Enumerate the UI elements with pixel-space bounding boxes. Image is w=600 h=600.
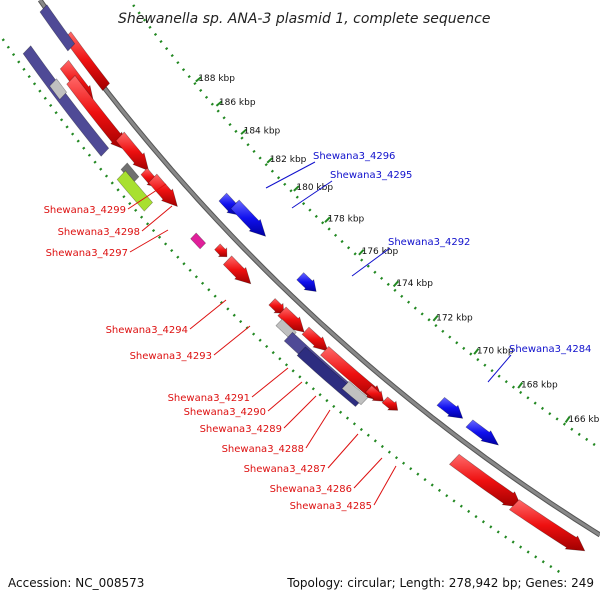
scale-tick-mark: [195, 76, 202, 83]
label-leader-line: [353, 457, 383, 489]
gene-label-plus: Shewana3_4284: [509, 344, 591, 355]
scale-tick-mark: [324, 216, 331, 223]
scale-tick-layer: 188 kbp 186 kbp 184 kbp 182 kbp 180 kbp 178 k…: [1, 0, 600, 576]
scale-tick-mark: [293, 185, 300, 192]
gene-arrow-plus: [436, 396, 464, 419]
label-leader-line: [283, 395, 317, 429]
gene-label-minus: Shewana3_4288: [222, 444, 304, 455]
gene-arrow-minus: [301, 326, 329, 352]
backbone-shadow: [37, 0, 600, 538]
label-leader-line: [189, 299, 227, 330]
backbone-line: [38, 0, 600, 537]
gene-arrow-minus: [66, 75, 127, 151]
scale-tick-mark: [358, 248, 365, 256]
gene-label-minus: Shewana3_4285: [290, 501, 372, 512]
scale-tick-label: 186 kbp: [219, 98, 256, 108]
gene-block-lime: [116, 170, 153, 212]
gene-block-minus: [63, 31, 110, 92]
scale-tick-label: 166 kbp: [568, 415, 600, 425]
gene-label-minus: Shewana3_4289: [200, 424, 282, 435]
scale-tick-label: 180 kbp: [296, 183, 333, 193]
gene-arrow-plus: [230, 199, 267, 237]
gene-arrow-minus: [222, 255, 252, 285]
label-leader-line: [373, 465, 397, 506]
label-leader-line: [327, 433, 359, 469]
topology-text: Topology: circular; Length: 278,942 bp; …: [286, 576, 594, 590]
label-leader-line: [267, 381, 303, 412]
label-leader-line: [305, 409, 331, 449]
backbone: [37, 0, 600, 538]
gene-block-gray: [341, 380, 369, 406]
scale-tick-mark: [432, 314, 439, 322]
label-leader-line: [291, 180, 333, 209]
gene-label-layer: Shewana3_4296Shewana3_4295Shewana3_4292S…: [44, 151, 592, 512]
scale-tick-label: 176 kbp: [362, 247, 399, 257]
gene-label-plus: Shewana3_4296: [313, 151, 395, 162]
scale-tick-label: 182 kbp: [270, 155, 307, 165]
gene-label-minus: Shewana3_4294: [106, 325, 188, 336]
gene-arrow-minus: [148, 173, 178, 207]
gene-arrow-minus: [508, 499, 586, 552]
gene-label-plus: Shewana3_4295: [330, 170, 412, 181]
scale-tick-label: 178 kbp: [328, 215, 365, 225]
gene-label-minus: Shewana3_4286: [270, 484, 352, 495]
gene-arrow-minus: [381, 396, 399, 411]
gene-arrow-minus: [364, 385, 384, 402]
label-leader-line: [141, 205, 173, 232]
label-leader-line: [127, 183, 167, 210]
scale-tick-mark: [392, 280, 400, 288]
scale-tick-label: 172 kbp: [436, 313, 473, 323]
gene-block-slate: [39, 4, 76, 52]
gene-arrow-plus: [465, 419, 500, 446]
gene-features: [22, 4, 586, 552]
gene-label-minus: Shewana3_4298: [58, 227, 140, 238]
label-leader-line: [265, 161, 316, 189]
inner-tick-ring: [1, 38, 564, 576]
scale-tick-label: 184 kbp: [244, 126, 281, 136]
scale-tick-mark: [240, 128, 247, 135]
map-title: Shewanella sp. ANA-3 plasmid 1, complete…: [118, 11, 490, 27]
gene-arrow-minus: [448, 453, 522, 508]
gene-block-slate: [22, 45, 110, 157]
gene-label-minus: Shewana3_4287: [244, 464, 326, 475]
gene-label-minus: Shewana3_4290: [184, 407, 266, 418]
accession-text: Accession: NC_008573: [8, 576, 144, 590]
gene-arrow-plus: [296, 272, 317, 292]
label-leader-line: [129, 229, 169, 253]
scale-tick-mark: [266, 157, 274, 164]
scale-tick-label: 168 kbp: [521, 381, 558, 391]
scale-tick-label: 174 kbp: [396, 279, 433, 289]
label-leader-line: [351, 247, 391, 277]
scale-tick-mark: [215, 100, 223, 107]
label-leader-line: [487, 354, 512, 383]
gene-arrow-minus: [214, 243, 228, 258]
scale-tick-label: 170 kbp: [477, 347, 514, 357]
outer-tick-ring: [127, 0, 600, 450]
gene-label-minus: Shewana3_4297: [46, 248, 128, 259]
scale-tick-mark: [564, 416, 571, 424]
gene-block-magenta: [190, 232, 207, 250]
scale-tick-label: 188 kbp: [198, 74, 235, 84]
gene-label-minus: Shewana3_4293: [130, 351, 212, 362]
label-leader-line: [213, 325, 251, 356]
scale-tick-mark: [517, 381, 524, 389]
gene-arrow-minus: [277, 306, 305, 333]
gene-arrow-minus: [115, 131, 150, 172]
gene-arrow-minus: [268, 298, 285, 314]
gene-block-gray: [49, 78, 68, 100]
gene-label-minus: Shewana3_4299: [44, 205, 126, 216]
gene-label-minus: Shewana3_4291: [168, 393, 250, 404]
label-leader-line: [251, 367, 289, 398]
gene-label-plus: Shewana3_4292: [388, 237, 470, 248]
scale-tick-mark: [473, 348, 480, 355]
